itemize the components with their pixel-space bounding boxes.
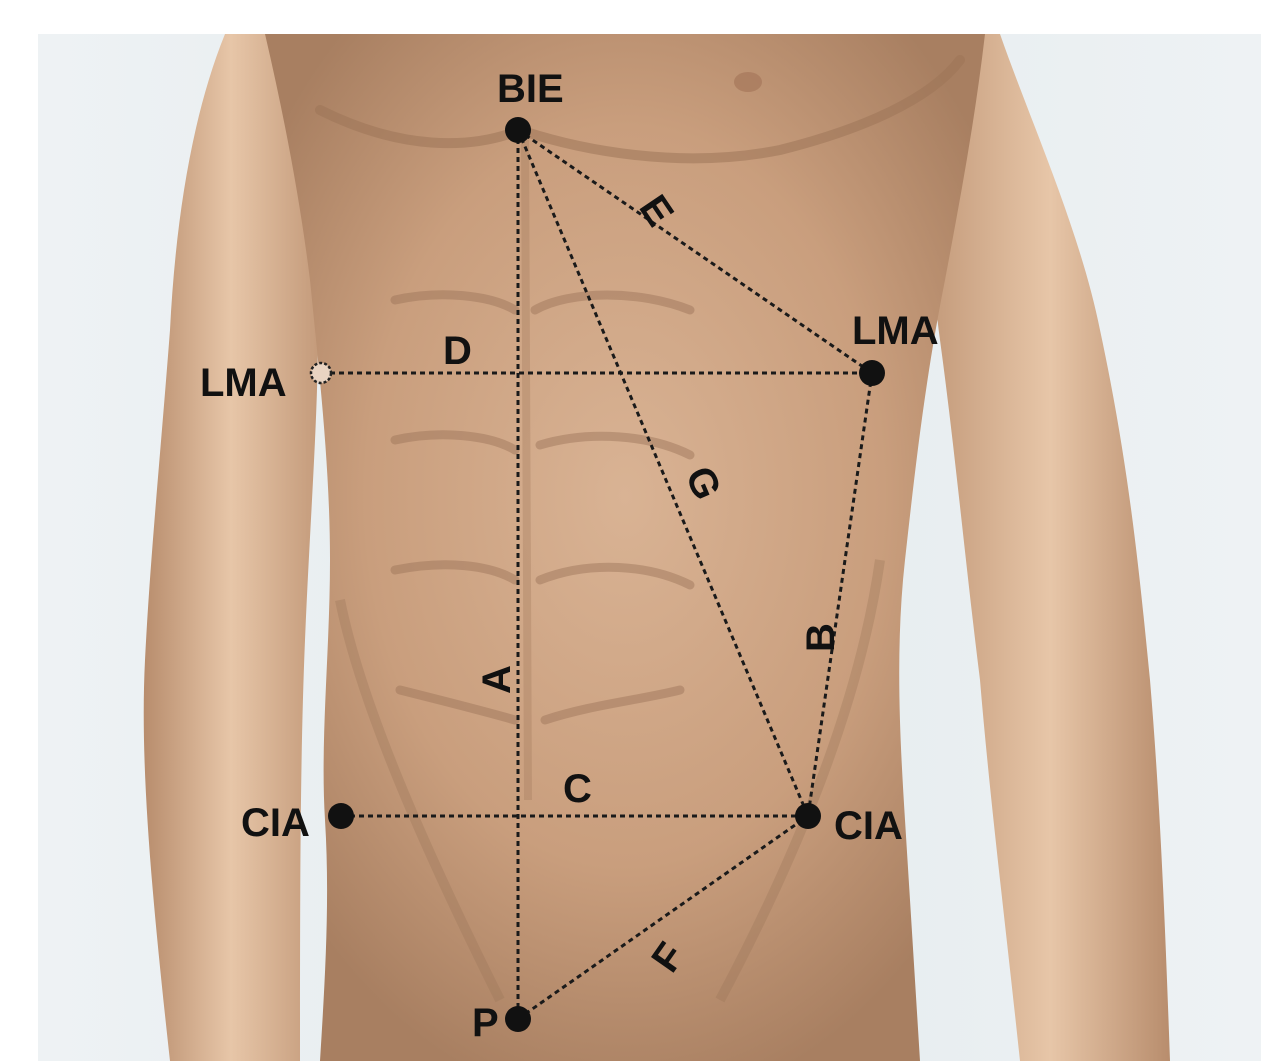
lma-right-point [859, 360, 885, 386]
lma-left-label: LMA [200, 361, 287, 405]
segment-b-label: B [799, 623, 843, 652]
linea-alba-shading [525, 140, 528, 800]
segment-d-label: D [443, 329, 472, 373]
cia-right-point [795, 803, 821, 829]
cia-right-label: CIA [834, 804, 903, 848]
segment-a-label: A [475, 665, 519, 694]
bie-point [505, 117, 531, 143]
cia-left-label: CIA [241, 801, 310, 845]
nipple [734, 72, 762, 92]
lma-left-point [311, 363, 331, 383]
segment-c-label: C [563, 767, 592, 811]
p-point [505, 1006, 531, 1032]
bie-label: BIE [497, 67, 564, 111]
cia-left-point [328, 803, 354, 829]
p-label: P [472, 1001, 499, 1045]
torso [265, 34, 985, 1061]
lma-right-label: LMA [852, 309, 939, 353]
